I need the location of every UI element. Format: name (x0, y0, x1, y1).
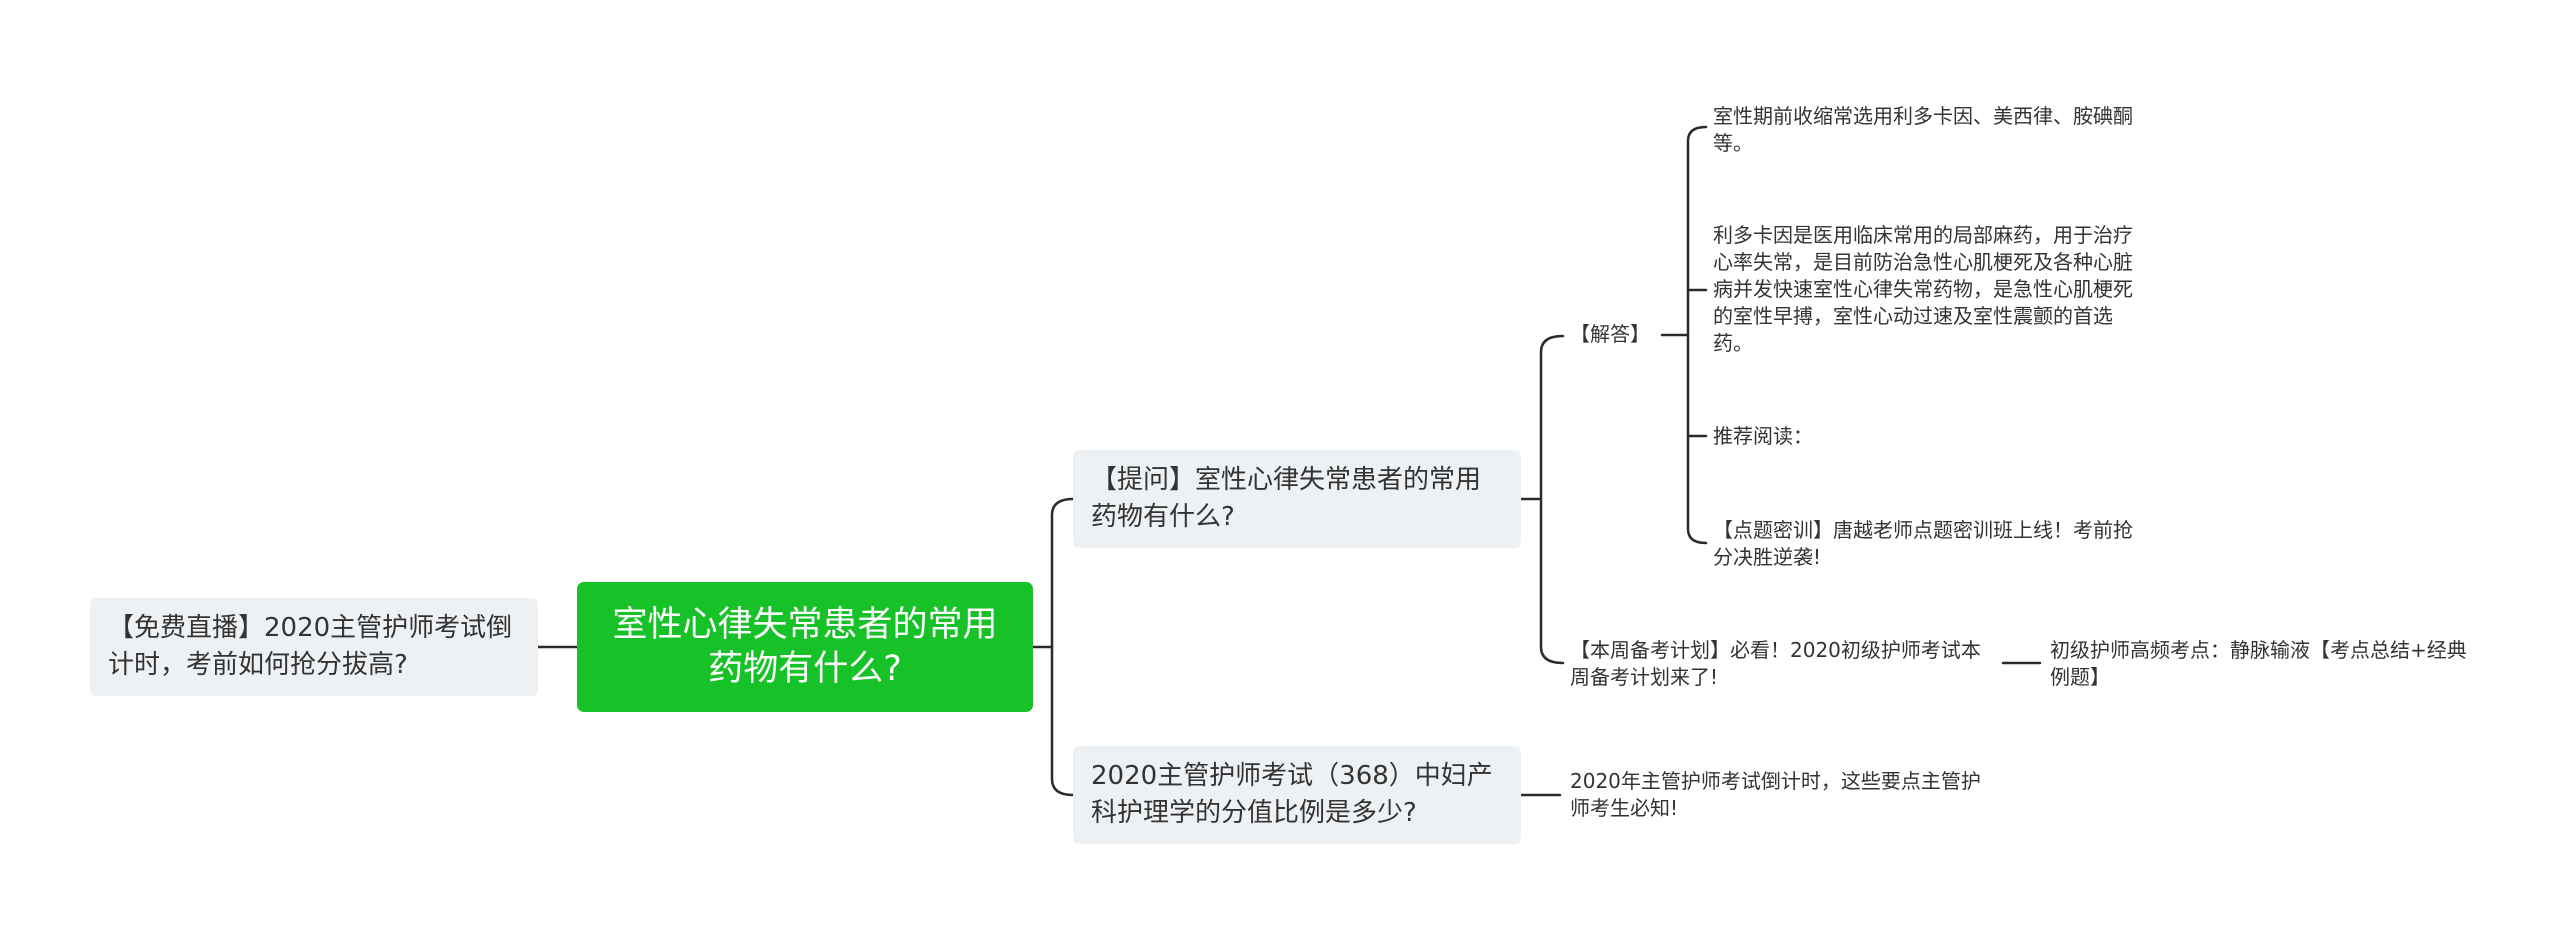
weekly-plan-text: 【本周备考计划】必看！2020初级护师考试本周备考计划来了! (1570, 638, 1981, 689)
left-topic-node[interactable]: 【免费直播】2020主管护师考试倒计时，考前如何抢分拔高? (90, 598, 538, 696)
answer-item-recommended[interactable]: 推荐阅读： (1713, 423, 2143, 450)
answer-item-training[interactable]: 【点题密训】唐越老师点题密训班上线！考前抢分决胜逆袭! (1713, 517, 2143, 571)
answer-text: 【解答】 (1570, 322, 1650, 346)
link-answer-items (1686, 125, 1708, 545)
answer-item-drugs[interactable]: 室性期前收缩常选用利多卡因、美西律、胺碘酮等。 (1713, 103, 2143, 157)
link-root-branches (1050, 497, 1075, 797)
high-frequency-text: 初级护师高频考点：静脉输液【考点总结+经典例题】 (2050, 638, 2467, 689)
root-text: 室性心律失常患者的常用药物有什么? (612, 605, 998, 689)
countdown-node[interactable]: 2020年主管护师考试倒计时，这些要点主管护师考生必知! (1570, 768, 1990, 822)
answer-item-training-text: 【点题密训】唐越老师点题密训班上线！考前抢分决胜逆袭! (1713, 518, 2133, 569)
answer-item-recommended-text: 推荐阅读： (1713, 424, 1813, 448)
question-node[interactable]: 【提问】室性心律失常患者的常用药物有什么? (1073, 450, 1521, 548)
root-node[interactable]: 室性心律失常患者的常用药物有什么? (577, 582, 1033, 712)
link-question-branches (1539, 334, 1565, 665)
answer-item-drugs-text: 室性期前收缩常选用利多卡因、美西律、胺碘酮等。 (1713, 104, 2133, 155)
score-ratio-text: 2020主管护师考试（368）中妇产科护理学的分值比例是多少? (1091, 761, 1493, 828)
answer-item-lidocaine-text: 利多卡因是医用临床常用的局部麻药，用于治疗心率失常，是目前防治急性心肌梗死及各种… (1713, 223, 2133, 355)
score-ratio-node[interactable]: 2020主管护师考试（368）中妇产科护理学的分值比例是多少? (1073, 746, 1521, 844)
high-frequency-node[interactable]: 初级护师高频考点：静脉输液【考点总结+经典例题】 (2050, 637, 2470, 691)
answer-node[interactable]: 【解答】 (1570, 321, 1670, 348)
answer-item-lidocaine[interactable]: 利多卡因是医用临床常用的局部麻药，用于治疗心率失常，是目前防治急性心肌梗死及各种… (1713, 222, 2143, 357)
question-text: 【提问】室性心律失常患者的常用药物有什么? (1091, 465, 1482, 532)
left-topic-text: 【免费直播】2020主管护师考试倒计时，考前如何抢分拔高? (108, 613, 513, 680)
weekly-plan-node[interactable]: 【本周备考计划】必看！2020初级护师考试本周备考计划来了! (1570, 637, 1990, 691)
countdown-text: 2020年主管护师考试倒计时，这些要点主管护师考生必知! (1570, 769, 1981, 820)
